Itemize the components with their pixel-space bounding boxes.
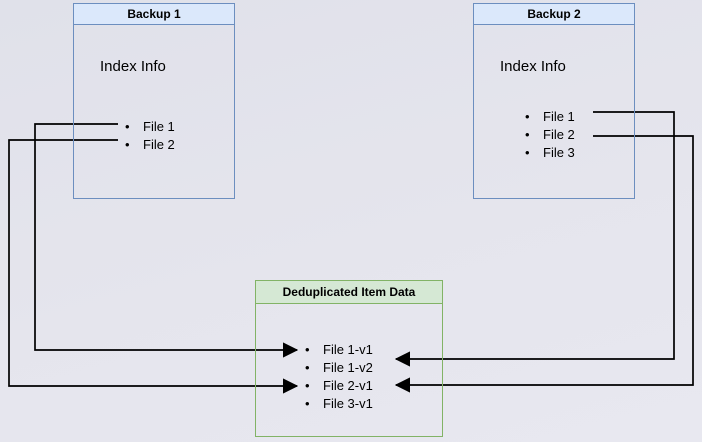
list-item: File 2	[474, 126, 634, 144]
list-item: File 1-v1	[256, 341, 442, 359]
list-item: File 1	[74, 118, 234, 136]
list-item: File 2-v1	[256, 377, 442, 395]
list-item: File 3-v1	[256, 395, 442, 413]
backup2-file-list: File 1 File 2 File 3	[474, 108, 634, 162]
backup1-title: Backup 1	[74, 4, 234, 25]
dedup-item-list: File 1-v1 File 1-v2 File 2-v1 File 3-v1	[256, 341, 442, 413]
backup2-node: Backup 2 Index Info File 1 File 2 File 3	[473, 3, 635, 199]
backup1-index-info-label: Index Info	[100, 58, 166, 75]
deduplicated-item-data-node: Deduplicated Item Data File 1-v1 File 1-…	[255, 280, 443, 437]
dedup-title: Deduplicated Item Data	[256, 281, 442, 304]
backup2-title: Backup 2	[474, 4, 634, 25]
backup2-index-info-label: Index Info	[500, 58, 566, 75]
list-item: File 3	[474, 144, 634, 162]
list-item: File 1-v2	[256, 359, 442, 377]
list-item: File 2	[74, 136, 234, 154]
backup1-node: Backup 1 Index Info File 1 File 2	[73, 3, 235, 199]
list-item: File 1	[474, 108, 634, 126]
backup1-file-list: File 1 File 2	[74, 118, 234, 154]
